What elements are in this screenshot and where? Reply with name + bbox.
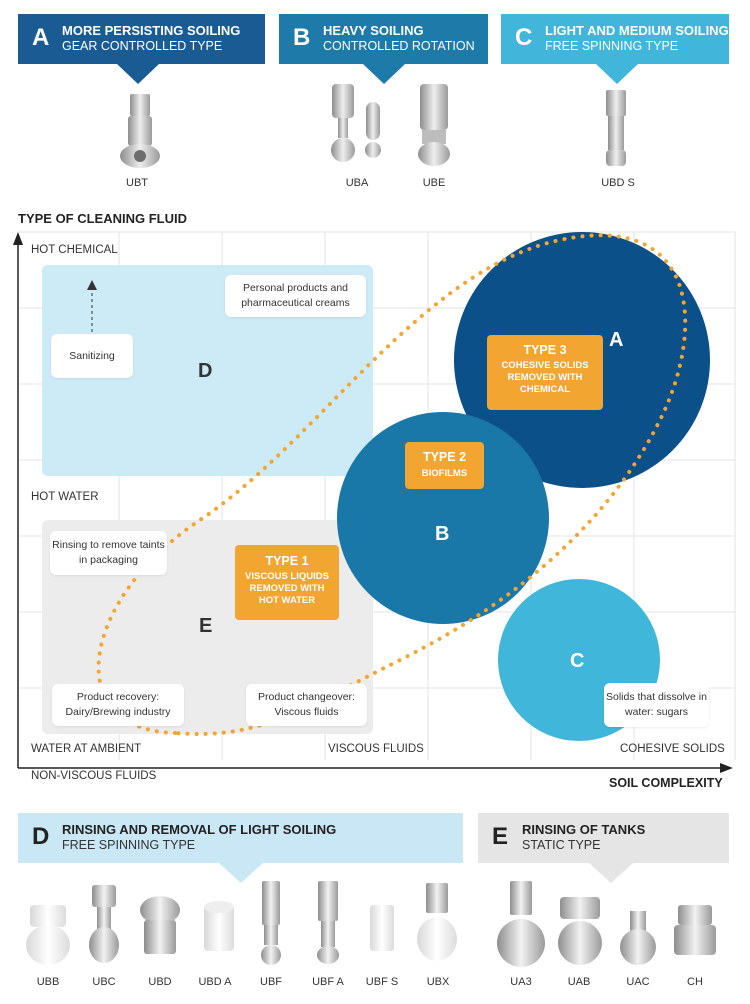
ubd-s-nozzle-image	[606, 90, 626, 166]
circle-a-letter: A	[609, 329, 624, 351]
callout-rinsing-taints: Rinsing to remove taints in packaging	[50, 531, 167, 575]
banner-b-title: HEAVY SOILING	[323, 23, 424, 38]
product-label-ubf-a: UBF A	[312, 976, 344, 988]
ubf-s-nozzle-image	[370, 905, 394, 951]
type1-subtitle: VISCOUS LIQUIDS REMOVED WITH HOT WATER	[245, 571, 329, 606]
y-level-water-ambient: WATER AT AMBIENT	[31, 743, 142, 755]
uba-nozzle-image	[331, 84, 381, 162]
bottom-nozzle-images	[26, 881, 716, 967]
uab-nozzle-image	[558, 897, 602, 965]
banner-e-title: RINSING OF TANKS	[522, 822, 646, 837]
ube-nozzle-image	[418, 84, 450, 166]
bottom-banner-pointers	[219, 863, 633, 883]
product-label-ch: CH	[687, 976, 703, 988]
sanitizing-arrowhead	[87, 280, 97, 290]
circle-b	[337, 412, 549, 624]
uac-nozzle-image	[620, 911, 656, 965]
circle-b-letter: B	[435, 523, 450, 545]
type2-box: TYPE 2 BIOFILMS	[405, 442, 484, 489]
callout-solids-dissolve: Solids that dissolve in water: sugars	[604, 683, 709, 727]
banner-a-letter: A	[32, 24, 50, 51]
x-level-viscous: VISCOUS FLUIDS	[328, 743, 424, 755]
product-label-ubf-s: UBF S	[365, 976, 399, 988]
type1-box: TYPE 1 VISCOUS LIQUIDS REMOVED WITH HOT …	[235, 545, 339, 620]
banner-e-letter: E	[492, 823, 509, 850]
banner-b: B HEAVY SOILING CONTROLLED ROTATION	[279, 14, 488, 64]
banner-d: D RINSING AND REMOVAL OF LIGHT SOILING F…	[18, 813, 463, 863]
zone-e-letter: E	[199, 615, 213, 637]
product-label-ubd-a: UBD A	[198, 976, 232, 988]
banner-a-subtitle: GEAR CONTROLLED TYPE	[62, 39, 223, 53]
product-label-ubx: UBX	[426, 976, 450, 988]
banner-a-title: MORE PERSISTING SOILING	[62, 23, 241, 38]
y-level-hot-chemical: HOT CHEMICAL	[31, 244, 118, 256]
ubd-a-nozzle-image	[204, 901, 234, 951]
x-level-non-viscous: NON-VISCOUS FLUIDS	[31, 770, 157, 782]
ubf-nozzle-image	[261, 881, 281, 965]
product-label-uba: UBA	[345, 177, 369, 189]
ua3-nozzle-image	[497, 881, 545, 967]
product-label-uac: UAC	[626, 976, 650, 988]
product-label-ua3: UA3	[510, 976, 532, 988]
banner-c-subtitle: FREE SPINNING TYPE	[545, 39, 679, 53]
type3-box: TYPE 3 COHESIVE SOLIDS REMOVED WITH CHEM…	[487, 335, 603, 410]
product-label-ubd: UBD	[148, 976, 172, 988]
chart-x-title: SOIL COMPLEXITY	[609, 776, 723, 790]
type2-title: TYPE 2	[422, 450, 467, 464]
banner-e: E RINSING OF TANKS STATIC TYPE	[478, 813, 729, 863]
ubd-nozzle-image	[140, 896, 180, 954]
ubt-nozzle-image	[120, 94, 160, 168]
callout-sanitizing: Sanitizing	[51, 334, 133, 378]
chart-y-title: TYPE OF CLEANING FLUID	[18, 211, 187, 226]
y-axis-arrowhead	[13, 232, 23, 245]
type3-subtitle: COHESIVE SOLIDS REMOVED WITH CHEMICAL	[501, 360, 589, 395]
x-axis-arrowhead	[720, 763, 733, 773]
product-label-ubc: UBC	[92, 976, 116, 988]
top-banner-pointers	[117, 64, 638, 84]
x-level-cohesive: COHESIVE SOLIDS	[620, 743, 725, 755]
product-label-ubd-s: UBD S	[601, 177, 635, 189]
product-label-ubb: UBB	[36, 976, 60, 988]
type2-subtitle: BIOFILMS	[421, 468, 468, 479]
product-label-ubt: UBT	[126, 177, 148, 189]
banner-e-subtitle: STATIC TYPE	[522, 838, 601, 852]
zone-d	[42, 265, 373, 476]
product-label-uab: UAB	[567, 976, 591, 988]
banner-d-letter: D	[32, 823, 50, 850]
banner-d-title: RINSING AND REMOVAL OF LIGHT SOILING	[62, 822, 337, 837]
zone-d-letter: D	[198, 360, 213, 382]
ch-nozzle-image	[674, 905, 716, 955]
circle-c-letter: C	[570, 650, 585, 672]
ubc-nozzle-image	[89, 885, 119, 963]
banner-c: C LIGHT AND MEDIUM SOILING FREE SPINNING…	[501, 14, 729, 64]
callout-product-recovery: Product recovery: Dairy/Brewing industry	[52, 684, 184, 726]
type3-title: TYPE 3	[523, 343, 567, 357]
product-label-ubf: UBF	[260, 976, 282, 988]
banner-c-title: LIGHT AND MEDIUM SOILING	[545, 23, 729, 38]
ubx-nozzle-image	[417, 883, 457, 961]
product-label-ube: UBE	[422, 177, 446, 189]
banner-b-letter: B	[293, 24, 311, 51]
banner-b-subtitle: CONTROLLED ROTATION	[323, 39, 475, 53]
banner-d-subtitle: FREE SPINNING TYPE	[62, 838, 196, 852]
callout-product-changeover: Product changeover: Viscous fluids	[246, 684, 367, 726]
banner-c-letter: C	[515, 24, 533, 51]
banner-a: A MORE PERSISTING SOILING GEAR CONTROLLE…	[18, 14, 265, 64]
ubb-nozzle-image	[26, 905, 70, 965]
type1-title: TYPE 1	[265, 554, 309, 568]
dotted-loop	[96, 233, 688, 736]
y-level-hot-water: HOT WATER	[31, 491, 99, 503]
ubf-a-nozzle-image	[317, 881, 339, 964]
callout-personal-products: Personal products and pharmaceutical cre…	[225, 275, 366, 317]
